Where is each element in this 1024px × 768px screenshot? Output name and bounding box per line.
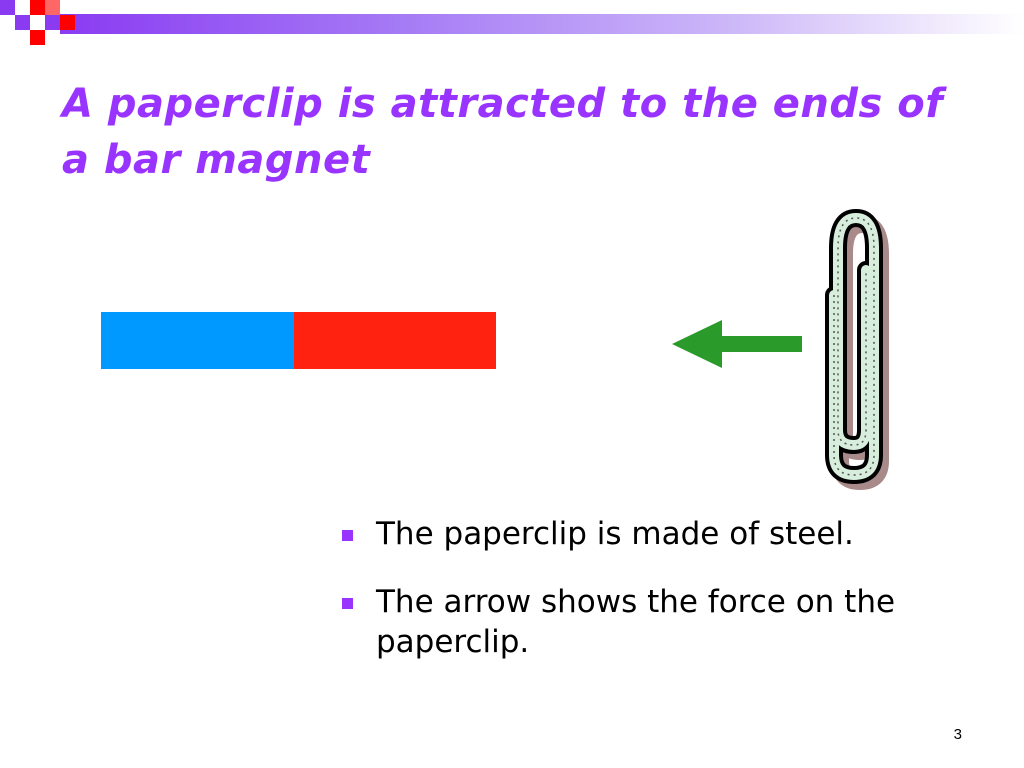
magnet-left-pole: [101, 312, 294, 369]
slide-number: 3: [953, 726, 962, 743]
square-bullet-icon: [342, 530, 353, 541]
checker-square: [45, 30, 60, 45]
checker-square: [15, 15, 30, 30]
checker-square: [0, 0, 15, 15]
magnet-right-pole: [294, 312, 496, 369]
checker-square: [15, 0, 30, 15]
checker-square: [30, 15, 45, 30]
checker-square: [60, 15, 75, 30]
bullet-item: The paperclip is made of steel.: [340, 514, 966, 554]
header-band: [60, 14, 1024, 34]
left-arrow-icon: [672, 320, 802, 368]
checker-decoration: [0, 0, 90, 60]
checker-square: [30, 0, 45, 15]
bullet-text: The arrow shows the force on the papercl…: [376, 584, 896, 660]
bullet-text: The paperclip is made of steel.: [376, 516, 854, 552]
bar-magnet: [101, 312, 496, 369]
bullet-list: The paperclip is made of steel. The arro…: [340, 514, 980, 690]
checker-square: [45, 0, 60, 15]
slide-title: A paperclip is attracted to the ends of …: [62, 81, 944, 183]
checker-square: [45, 15, 60, 30]
bullet-item: The arrow shows the force on the papercl…: [340, 582, 966, 662]
square-bullet-icon: [342, 598, 353, 609]
checker-square: [30, 30, 45, 45]
paperclip-icon: [825, 209, 889, 490]
